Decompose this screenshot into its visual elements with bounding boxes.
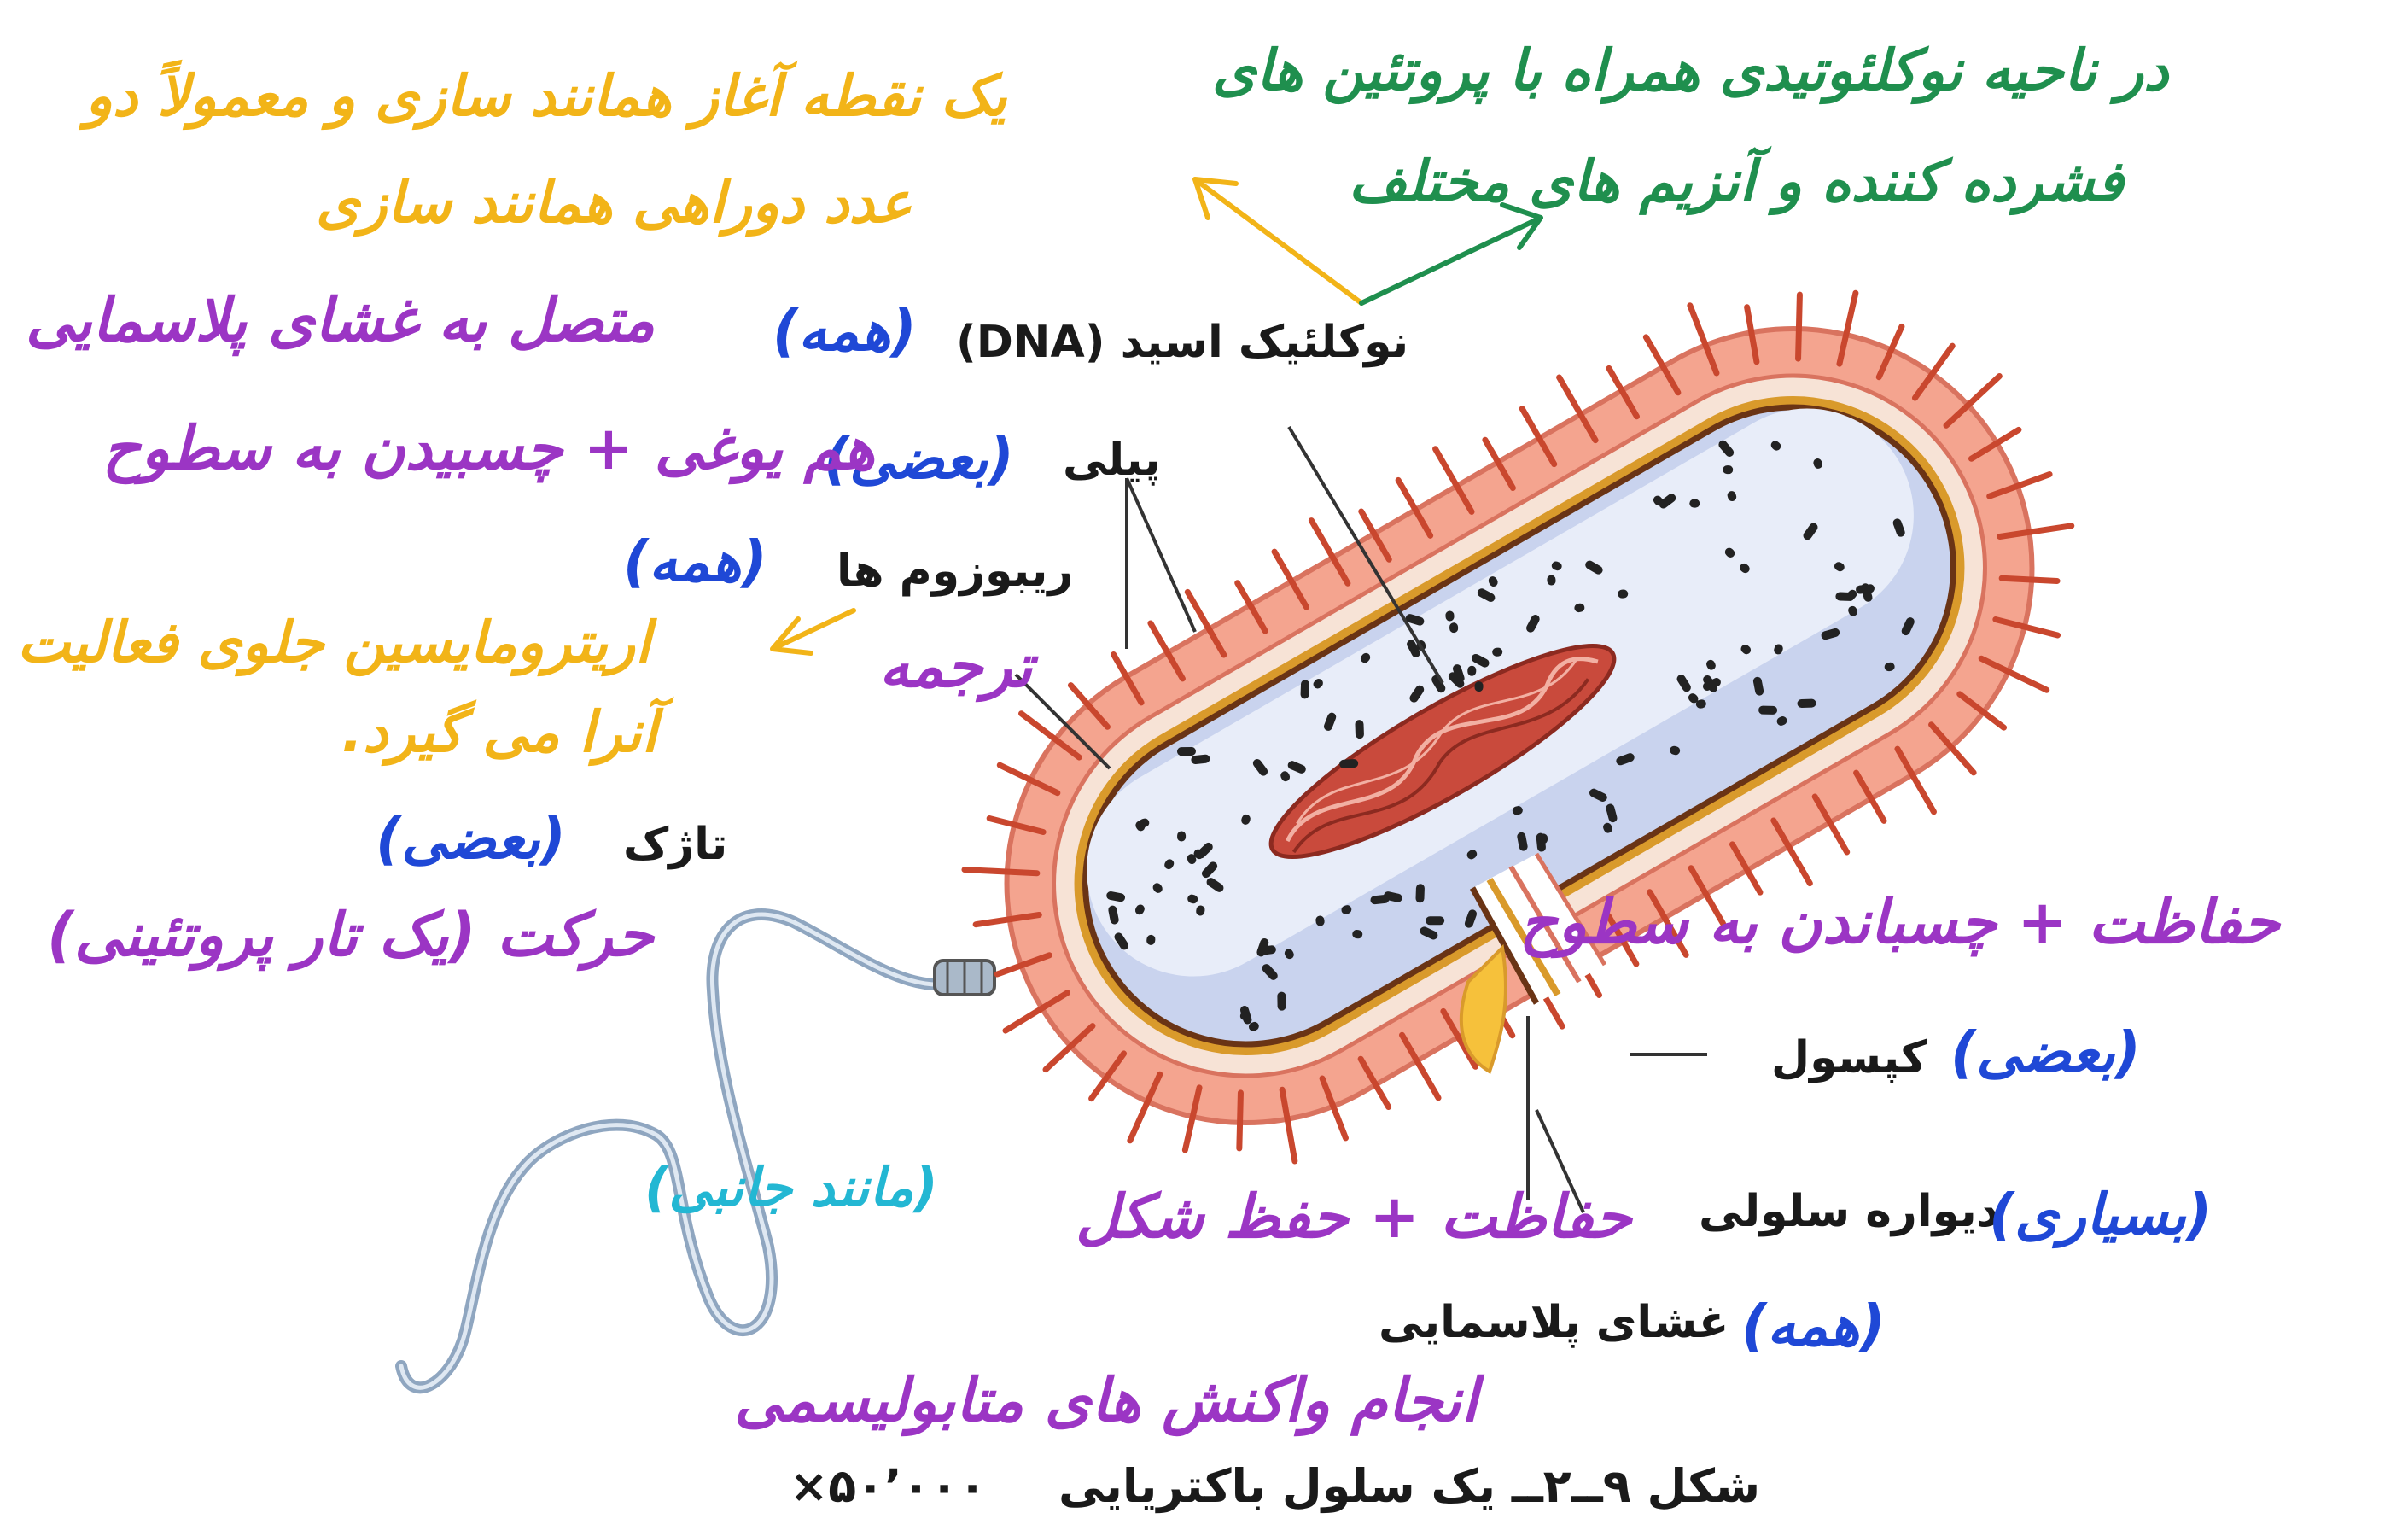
note-dna-all: (همه): [773, 299, 917, 364]
ribosome: [1426, 916, 1444, 925]
ribosome: [1758, 706, 1777, 715]
note-pili-function: هم یوغی + چسبیدن به سطوح: [102, 414, 875, 483]
pilus: [1239, 1093, 1241, 1148]
note-membrane-function: انجام واکنش های متابولیسمی: [734, 1366, 1478, 1435]
ribosome: [1539, 833, 1548, 844]
ribosome: [1277, 992, 1286, 1011]
note-nucleoid-proteins: فشرده کننده و آنزیم های مختلف: [1349, 149, 2124, 214]
note-flagellum-some: (بعضی): [376, 807, 566, 872]
note-wall-function: حفاظت + حفظ شکل: [1076, 1183, 1632, 1252]
ribosome: [1177, 747, 1196, 756]
dna-label: نوکلئیک اسید (DNA): [956, 318, 1408, 369]
note-replication-origin: یک نقطه آغاز همانند سازی و معمولاً دو: [85, 64, 1007, 129]
figure-magnification: ×۵۰٬۰۰۰: [790, 1460, 987, 1513]
pilus: [2002, 578, 2057, 581]
note-wall-cyan: (مانند جانبی): [644, 1157, 938, 1218]
capsule-label: کپسول: [1771, 1033, 1927, 1084]
note-replication-forks: عدد دوراهی همانند سازی: [316, 171, 912, 236]
note-capsule-function: حفاظت + چسباندن به سطوح: [1519, 888, 2280, 957]
pilus: [1799, 295, 1800, 359]
ribosome: [1797, 698, 1816, 708]
ribosomes-label: ریبوزوم ها: [837, 546, 1073, 598]
ribosome: [1339, 759, 1358, 768]
note-translation: ترجمه: [879, 632, 1032, 701]
ribosome: [1300, 680, 1309, 698]
note-capsule-some: (بعضی): [1950, 1020, 2141, 1085]
note-wall-most: (بسیاری): [1989, 1183, 2212, 1247]
note-nucleoid-region: در ناحیه نوکلئوتیدی همراه با پروتئین های: [1212, 38, 2169, 103]
note-erythromycin-blocks: آنرا می گیرد.: [341, 700, 657, 765]
note-dna-attached: متصل به غشای پلاسمایی: [26, 286, 655, 355]
note-flagellum-function: حرکت (یک تار پروتئینی): [47, 901, 654, 970]
note-membrane-all: (همه): [1741, 1294, 1886, 1358]
ribosome: [1723, 465, 1733, 474]
flagellum-label: تاژک: [623, 820, 727, 871]
pili-label: پیلی: [1063, 435, 1161, 487]
flagellum: [401, 914, 980, 1387]
note-ribosomes-all: (همه): [623, 529, 767, 594]
ribosome: [1689, 499, 1700, 508]
note-erythromycin: اریترومایسین جلوی فعالیت: [17, 610, 650, 675]
cell-wall-label: دیواره سلولی: [1699, 1187, 1999, 1238]
figure-caption: شکل ۹ــ۲ــ یک سلول باکتریایی: [1058, 1460, 1760, 1513]
flagellum-hook: [935, 961, 994, 995]
ribosome: [1415, 884, 1425, 902]
ribosome: [1355, 720, 1364, 739]
ribosome: [1177, 831, 1186, 841]
ribosome: [1467, 666, 1476, 676]
plasma-membrane-label: غشای پلاسمایی: [1379, 1298, 1729, 1349]
pilus: [965, 870, 1037, 873]
ribosome: [1835, 592, 1854, 601]
